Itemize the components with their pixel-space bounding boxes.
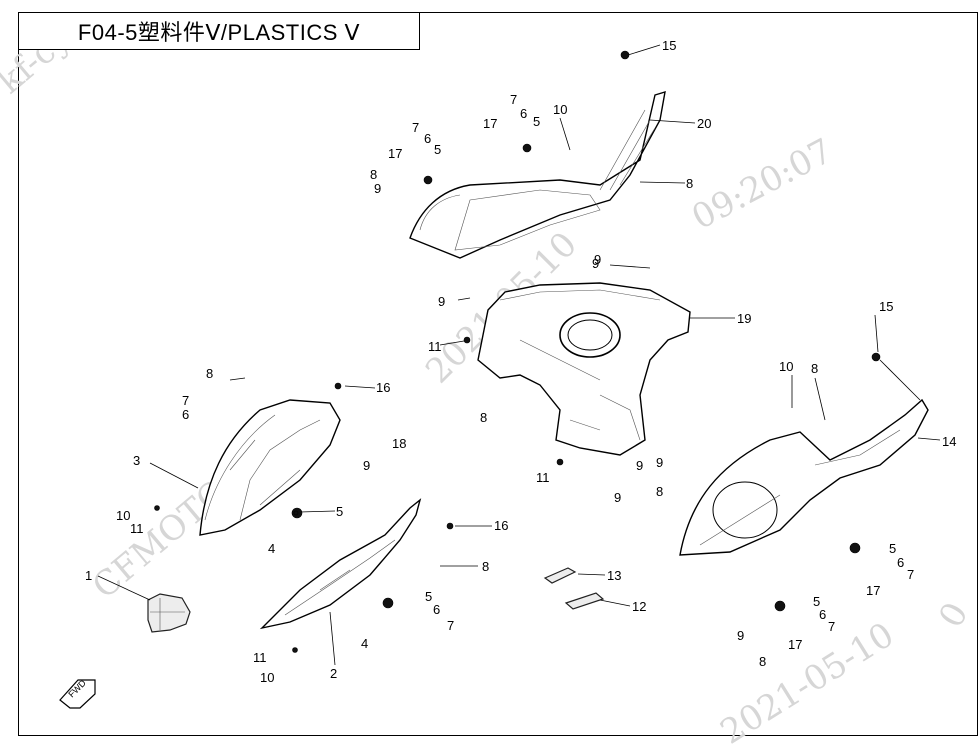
callout-2: 2 [330, 666, 337, 681]
callout-7: 7 [907, 567, 914, 582]
callout-17: 17 [866, 583, 880, 598]
callout-7: 7 [510, 92, 517, 107]
callout-11: 11 [130, 521, 144, 536]
callout-8: 8 [482, 559, 489, 574]
callout-6: 6 [819, 607, 826, 622]
part-1-bracket [147, 593, 191, 633]
callout-5: 5 [425, 589, 432, 604]
callout-8: 8 [811, 361, 818, 376]
callout-15: 15 [879, 299, 893, 314]
callout-16: 16 [376, 380, 390, 395]
callout-4: 4 [268, 541, 275, 556]
callout-8: 8 [370, 167, 377, 182]
callout-8: 8 [480, 410, 487, 425]
callout-8: 8 [686, 176, 693, 191]
callout-6: 6 [424, 131, 431, 146]
part-2-lower-panel [259, 498, 422, 630]
callout-4: 4 [361, 636, 368, 651]
callout-10: 10 [553, 102, 567, 117]
callout-10: 10 [779, 359, 793, 374]
callout-6: 6 [897, 555, 904, 570]
part-20-upper-cover [409, 91, 666, 259]
callout-5: 5 [336, 504, 343, 519]
callout-7: 7 [828, 619, 835, 634]
part-3-side-panel [199, 399, 341, 536]
callout-11: 11 [428, 339, 442, 354]
callout-7: 7 [182, 393, 189, 408]
callout-5: 5 [813, 594, 820, 609]
callout-8: 8 [206, 366, 213, 381]
title-block: F04-5塑料件Ⅴ/PLASTICS Ⅴ [18, 12, 420, 50]
watermark-time: 09:20:07 [685, 131, 839, 238]
leader-lines [97, 44, 941, 666]
callout-14: 14 [942, 434, 956, 449]
callout-20: 20 [697, 116, 711, 131]
callout-9: 9 [737, 628, 744, 643]
callout-6: 6 [520, 106, 527, 121]
callout-12: 12 [632, 599, 646, 614]
callout-8: 8 [656, 484, 663, 499]
callout-11: 11 [253, 650, 267, 665]
watermark-edge: 0 [931, 596, 976, 635]
part-12-pad [564, 592, 605, 610]
callout-13: 13 [607, 568, 621, 583]
callout-10: 10 [116, 508, 130, 523]
callout-18: 18 [392, 436, 406, 451]
callout-17: 17 [788, 637, 802, 652]
callout-16: 16 [494, 518, 508, 533]
part-14-rear-panel [679, 398, 929, 556]
callout-7: 7 [447, 618, 454, 633]
callout-9: 9 [636, 458, 643, 473]
callout-9: 9 [592, 256, 599, 271]
callout-9: 9 [656, 455, 663, 470]
callouts: 15 20 10 8 7 6 5 17 7 6 5 17 8 9 9 9 19 … [85, 38, 956, 685]
callout-9: 9 [374, 181, 381, 196]
callout-15: 15 [662, 38, 676, 53]
callout-9: 9 [363, 458, 370, 473]
callout-1: 1 [85, 568, 92, 583]
callout-5: 5 [533, 114, 540, 129]
forward-arrow-icon: FWD [59, 677, 96, 709]
callout-9: 9 [594, 252, 601, 267]
fasteners [154, 50, 881, 653]
callout-17: 17 [388, 146, 402, 161]
callout-9: 9 [438, 294, 445, 309]
callout-17: 17 [483, 116, 497, 131]
part-19-tank-cover [477, 282, 691, 456]
callout-19: 19 [737, 311, 751, 326]
callout-7: 7 [412, 120, 419, 135]
callout-6: 6 [182, 407, 189, 422]
callout-5: 5 [434, 142, 441, 157]
callout-3: 3 [133, 453, 140, 468]
callout-10: 10 [260, 670, 274, 685]
callout-8: 8 [759, 654, 766, 669]
page-title: F04-5塑料件Ⅴ/PLASTICS Ⅴ [77, 20, 361, 45]
callout-11: 11 [536, 470, 550, 485]
callout-5: 5 [889, 541, 896, 556]
part-13-pad [543, 567, 577, 584]
callout-9: 9 [614, 490, 621, 505]
callout-6: 6 [433, 602, 440, 617]
